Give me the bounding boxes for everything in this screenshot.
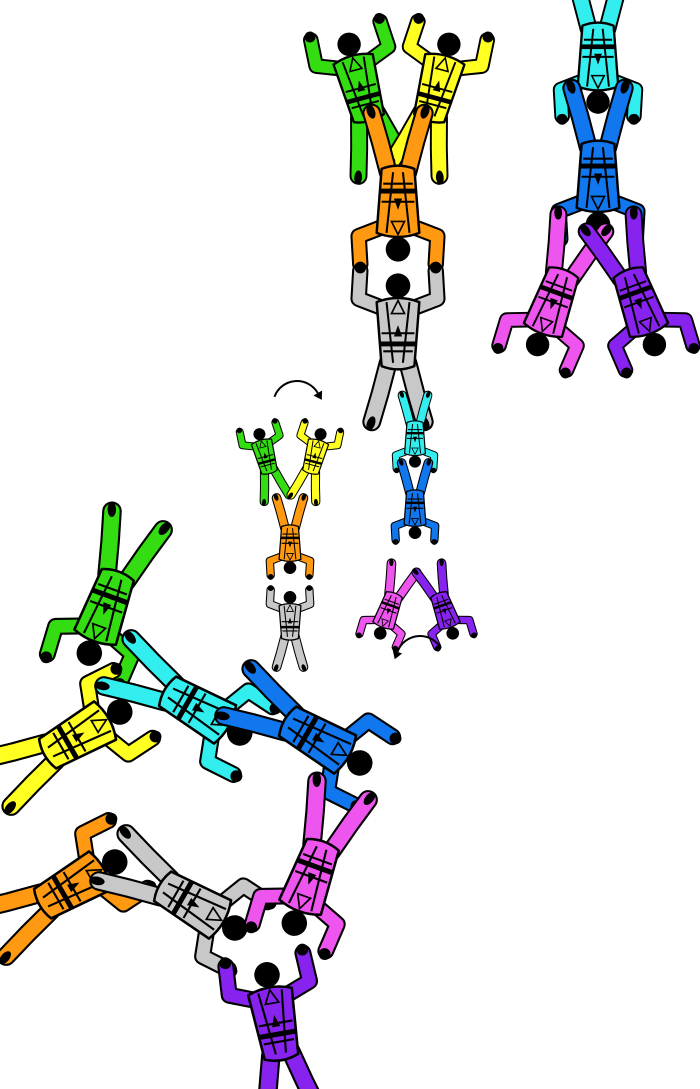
skydiver-grey-small	[265, 585, 315, 672]
skydiver-orange-small	[265, 493, 315, 580]
skydiver-blue-f2	[214, 659, 402, 813]
skydiver-grey	[350, 261, 446, 432]
skydiver-purple-small	[411, 558, 478, 652]
skydiver-green-small	[235, 418, 294, 507]
skydiver-purple-f2	[217, 943, 329, 1089]
skydiver-green-f2	[38, 501, 173, 691]
skydiver-pink-small	[355, 558, 422, 652]
rotate-arrow-clockwise	[273, 380, 323, 400]
skydiver-yellow-f2	[0, 662, 162, 816]
skydiver-pink	[491, 205, 615, 379]
skydiver-purple	[577, 205, 700, 379]
skydiver-cyan-small	[391, 390, 439, 474]
skydiver-pink-f2	[243, 771, 378, 961]
skydiver-grey-f2	[89, 824, 277, 978]
skydiver-orange	[350, 103, 446, 274]
skydiver-yellow-small	[286, 418, 345, 507]
skydiver-blue-small	[390, 458, 440, 545]
rotate-arrow-counter-clockwise	[392, 635, 442, 660]
